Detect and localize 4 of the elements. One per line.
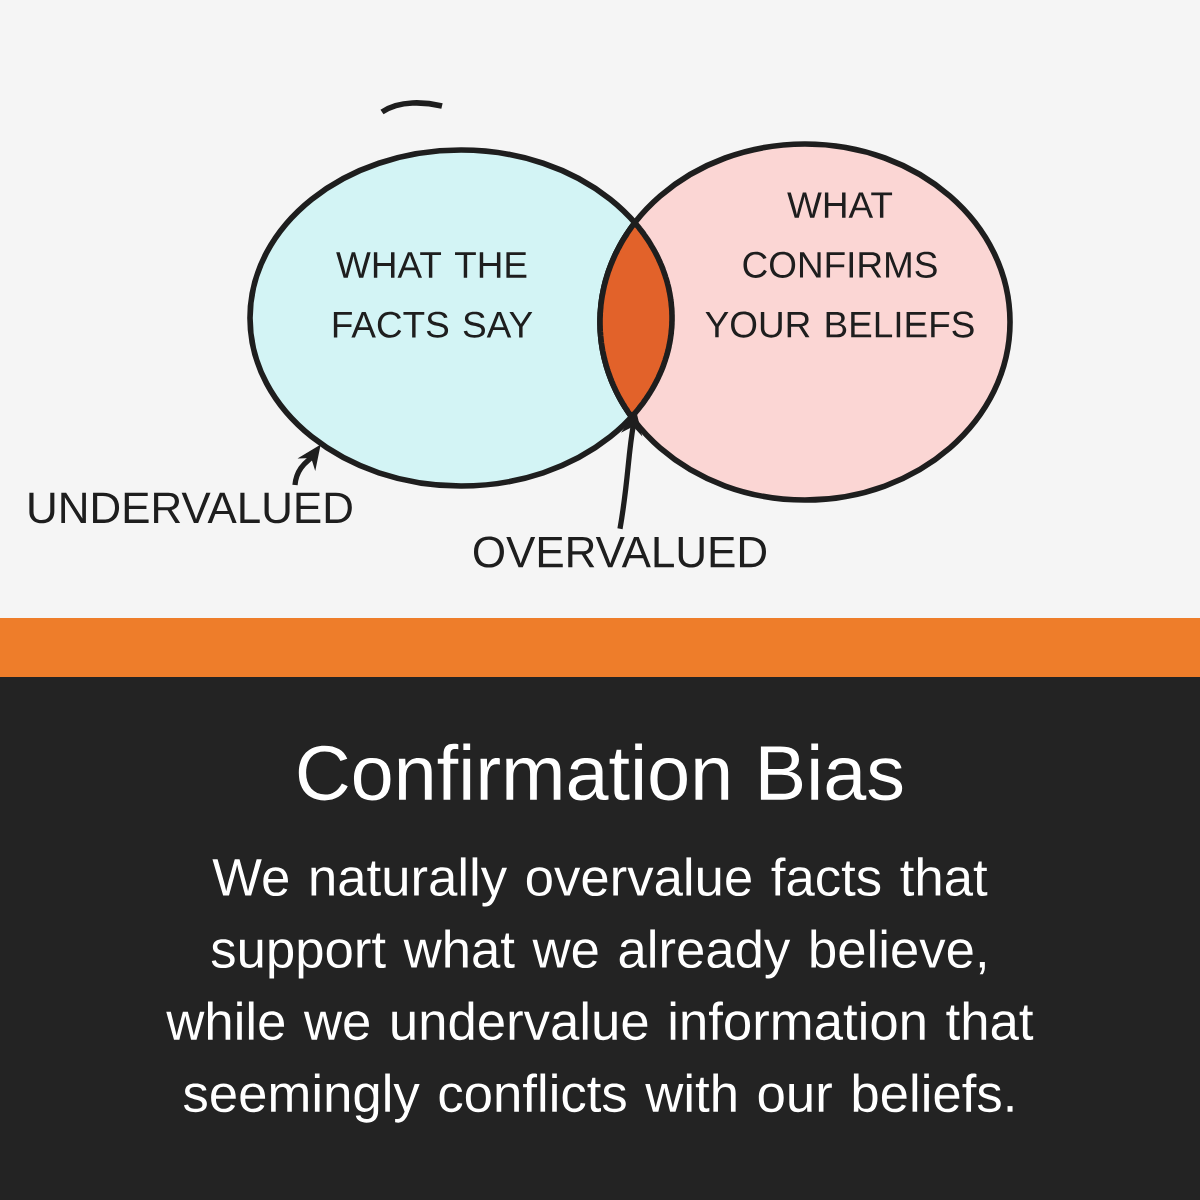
annotation-text: OVERVALUED: [473, 536, 766, 568]
title: Confirmation Bias: [298, 743, 903, 801]
annotation-text: UNDERVALUED: [29, 492, 352, 524]
caption: We naturally overvalue facts that support what we already believe, while we undervalue information that seemingly conflicts with our beliefs.: [166, 857, 1034, 1123]
